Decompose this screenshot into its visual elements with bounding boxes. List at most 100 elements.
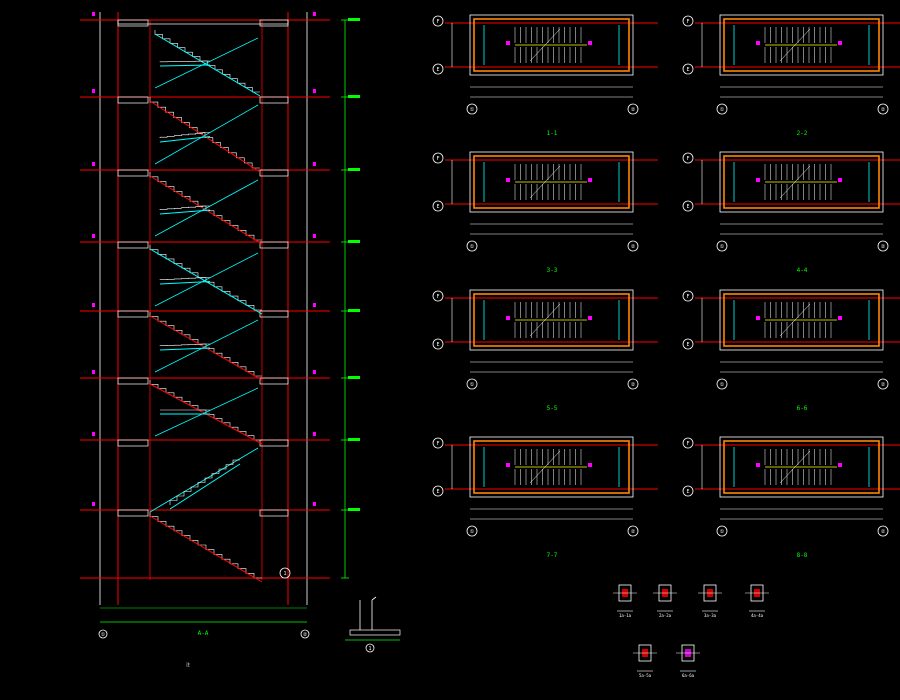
detail-bubble bbox=[365, 643, 375, 653]
plan-axis-top: F bbox=[436, 19, 439, 25]
plan-axis-bottom: E bbox=[436, 67, 439, 73]
plan-axis-right: ② bbox=[631, 107, 636, 113]
plan-axis-left: ① bbox=[470, 244, 475, 250]
axis-bubble-left bbox=[98, 629, 108, 639]
plan-axis-right: ② bbox=[881, 529, 886, 535]
plan-marker-left bbox=[506, 316, 510, 320]
plan-outline bbox=[469, 436, 634, 498]
plan-axis-right: ② bbox=[881, 382, 886, 388]
plan-marker-right bbox=[588, 316, 592, 320]
plan-axis-bubble-top bbox=[682, 15, 694, 27]
stair-steps bbox=[159, 343, 210, 347]
plan-break-line bbox=[779, 165, 811, 199]
plan-outline bbox=[469, 289, 634, 351]
stair-steps bbox=[159, 205, 210, 210]
stair-steps bbox=[169, 459, 240, 505]
plan-axis-bubble-right bbox=[627, 378, 639, 390]
plan-break-line bbox=[779, 450, 811, 484]
level-marker-right bbox=[313, 502, 316, 506]
foundation-detail: 1 bbox=[345, 596, 401, 653]
plan-axis-bubble-right bbox=[877, 378, 889, 390]
level-tag bbox=[348, 18, 360, 21]
stair-slab-line bbox=[159, 209, 211, 215]
plan-axis-bubble-top bbox=[432, 152, 444, 164]
return-steps bbox=[159, 205, 211, 215]
plan-axis-bubble-left bbox=[466, 103, 478, 115]
plan-break-line bbox=[779, 28, 811, 62]
plan-axis-bottom: E bbox=[686, 67, 689, 73]
detail-section-1: 1a-1a bbox=[613, 584, 637, 618]
stair-slab-line bbox=[159, 136, 211, 143]
plan-outline bbox=[719, 289, 884, 351]
level-marker-right bbox=[313, 162, 316, 166]
plan-axis-bubble-right bbox=[627, 525, 639, 537]
return-steps bbox=[159, 343, 211, 351]
return-flight-cyan bbox=[149, 447, 259, 513]
plan-axis-bubble-right bbox=[877, 240, 889, 252]
plan-axis-bubble-top bbox=[432, 15, 444, 27]
stair-slab-line bbox=[149, 100, 261, 173]
plan-beam-band bbox=[723, 155, 880, 209]
plan-title: 8-8 bbox=[797, 552, 808, 559]
level-marker-left bbox=[92, 303, 95, 307]
plan-title: 3-3 bbox=[547, 267, 558, 274]
level-marker-right bbox=[313, 303, 316, 307]
plan-beam-band bbox=[723, 293, 880, 347]
plan-break-line bbox=[529, 28, 561, 62]
detail-callout-number: 1 bbox=[283, 571, 286, 577]
landing-slab-right bbox=[259, 439, 289, 447]
plan-axis-right: ② bbox=[631, 244, 636, 250]
plan-axis-bottom: E bbox=[686, 342, 689, 348]
landing-slab-left bbox=[117, 439, 149, 447]
detail-title: 2a-2a bbox=[659, 613, 672, 618]
plan-stair-treads bbox=[764, 449, 832, 485]
stair-slab-line bbox=[169, 463, 241, 510]
plan-marker-left bbox=[506, 178, 510, 182]
plan-marker-left bbox=[506, 41, 510, 45]
stair-flight-2 bbox=[149, 97, 261, 173]
section-title: A-A bbox=[198, 630, 209, 637]
landing-slab-left bbox=[117, 241, 149, 249]
stair-slab-line bbox=[159, 281, 211, 285]
detail-section-3: 3a-3a bbox=[698, 584, 722, 618]
level-marker-left bbox=[92, 370, 95, 374]
plan-axis-top: F bbox=[436, 294, 439, 300]
plan-axis-left: ① bbox=[470, 529, 475, 535]
plan-beam-band bbox=[473, 440, 630, 494]
plan-marker-left bbox=[756, 316, 760, 320]
plan-break-line bbox=[529, 450, 561, 484]
plan-axis-bubble-bottom bbox=[682, 63, 694, 75]
plan-axis-bubble-top bbox=[682, 437, 694, 449]
plan-axis-top: F bbox=[686, 19, 689, 25]
plan-stair-treads bbox=[764, 164, 832, 200]
level-marker-right bbox=[313, 432, 316, 436]
plan-marker-right bbox=[838, 463, 842, 467]
return-steps bbox=[160, 409, 210, 415]
plan-axis-bubble-bottom bbox=[432, 338, 444, 350]
return-flight-cyan bbox=[154, 179, 259, 237]
plan-beam-band bbox=[723, 440, 880, 494]
plan-title: 6-6 bbox=[797, 405, 808, 412]
landing-slab-left bbox=[117, 19, 149, 27]
plan-beam-band bbox=[473, 293, 630, 347]
stair-slab-line bbox=[159, 64, 211, 67]
plan-axis-bubble-bottom bbox=[432, 485, 444, 497]
landing-slab-right bbox=[259, 377, 289, 385]
detail-section-6: 6a-6a bbox=[676, 644, 700, 678]
return-steps bbox=[159, 132, 211, 143]
landing-slab-left bbox=[117, 377, 149, 385]
plan-marker-right bbox=[838, 178, 842, 182]
landing-slab-left bbox=[117, 310, 149, 318]
plan-marker-left bbox=[756, 41, 760, 45]
level-marker-right bbox=[313, 370, 316, 374]
plan-axis-top: F bbox=[686, 294, 689, 300]
plan-axis-bottom: E bbox=[436, 204, 439, 210]
plan-axis-top: F bbox=[436, 441, 439, 447]
level-tag bbox=[348, 438, 360, 441]
plan-axis-bubble-bottom bbox=[682, 338, 694, 350]
